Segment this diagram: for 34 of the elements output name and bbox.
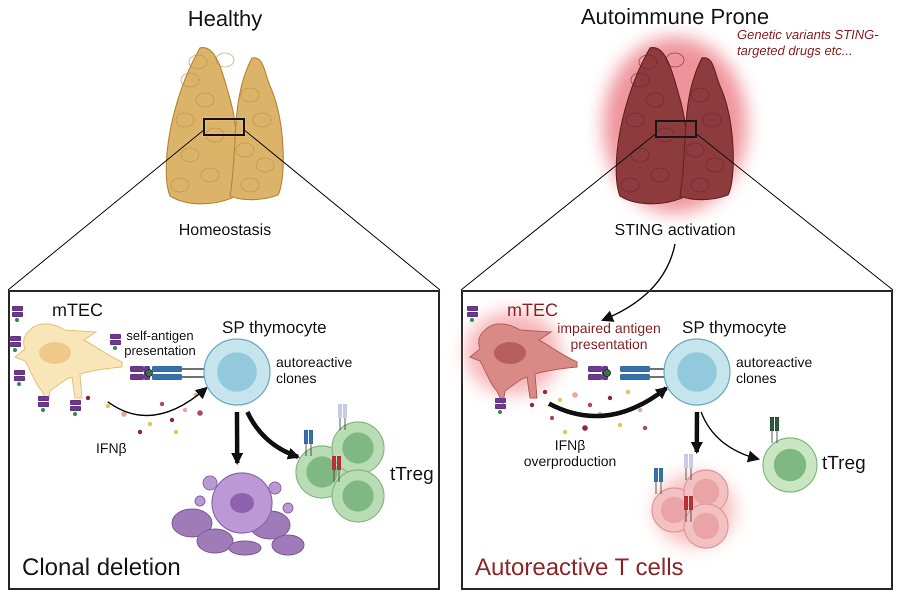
zoom-panel xyxy=(461,290,893,590)
zoom-line xyxy=(696,134,894,290)
heading: Healthy xyxy=(186,6,264,32)
cell-note: autoreactive clones xyxy=(276,354,354,386)
cell-label: SP thymocyte xyxy=(682,318,787,338)
zoom-box xyxy=(655,120,697,138)
annotation-text: impaired antigen presentation xyxy=(556,320,662,352)
arrow xyxy=(548,386,668,418)
zoom-box xyxy=(203,118,245,136)
zoom-line xyxy=(8,130,204,290)
cell-label: SP thymocyte xyxy=(222,318,327,338)
edge-label: IFNβ overproduction xyxy=(522,437,618,470)
arrow xyxy=(700,412,760,462)
panel-title: Autoreactive T cells xyxy=(475,554,684,582)
zoom-line xyxy=(460,134,656,290)
cell-label: tTreg xyxy=(822,453,866,475)
annotation-text: self-antigen presentation xyxy=(123,328,197,358)
cell-label: mTEC xyxy=(52,300,103,321)
zoom-panel xyxy=(8,290,440,590)
arrow xyxy=(601,244,676,322)
panel-title: Clonal deletion xyxy=(22,554,181,582)
heading: Autoimmune Prone xyxy=(580,4,770,30)
annotation-text: STING activation xyxy=(614,222,736,240)
note-text: Genetic variants STING-targeted drugs etc... xyxy=(737,27,880,59)
zoom-line xyxy=(244,130,440,290)
arrow xyxy=(245,411,300,459)
annotation-text: Homeostasis xyxy=(178,222,272,240)
cell-label: mTEC xyxy=(507,300,558,321)
cell-label: tTreg xyxy=(390,464,434,486)
edge-label: IFNβ xyxy=(96,440,128,456)
arrow xyxy=(231,412,244,465)
arrow xyxy=(107,386,208,416)
arrow xyxy=(690,412,703,454)
cell-note: autoreactive clones xyxy=(736,354,814,386)
